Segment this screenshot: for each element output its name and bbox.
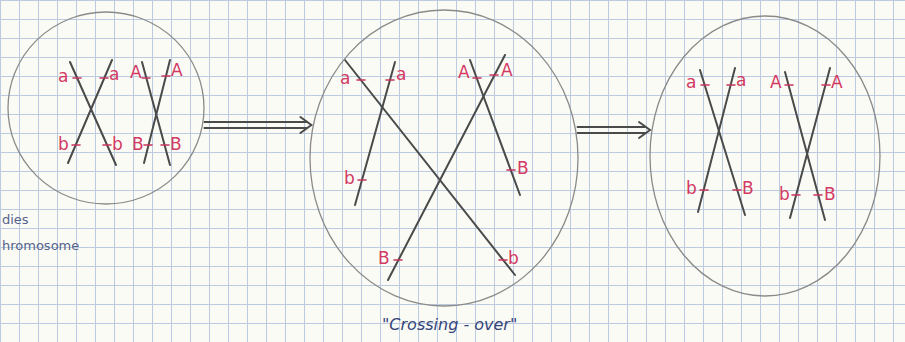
cell-circle: a a A Ab Bb B bbox=[648, 14, 882, 298]
allele-letter: a bbox=[109, 66, 119, 83]
allele-letter: B bbox=[824, 186, 836, 203]
cell-outline bbox=[308, 8, 580, 308]
cell-circle: aaAAbbBB bbox=[6, 10, 206, 206]
allele-letter: b bbox=[508, 250, 519, 267]
allele-letter: A bbox=[458, 64, 470, 81]
margin-note: dies bbox=[2, 212, 29, 227]
cell-outline bbox=[648, 14, 882, 298]
allele-letter: B bbox=[378, 250, 390, 267]
allele-letter: a bbox=[736, 72, 746, 89]
double-arrow bbox=[204, 117, 311, 133]
allele-letter: B bbox=[132, 136, 144, 153]
allele-letter: B bbox=[517, 160, 529, 177]
cell-outline bbox=[6, 10, 206, 206]
allele-letter: A bbox=[171, 62, 183, 79]
allele-letter: b bbox=[779, 186, 790, 203]
margin-note: hromosome bbox=[2, 238, 79, 253]
allele-letter: B bbox=[170, 136, 182, 153]
allele-letter: b bbox=[344, 170, 355, 187]
allele-letter: a bbox=[686, 74, 696, 91]
allele-letter: b bbox=[686, 180, 697, 197]
allele-letter: b bbox=[112, 136, 123, 153]
cell-circle: aaAAbBBb bbox=[308, 8, 580, 308]
allele-letter: a bbox=[58, 68, 68, 85]
allele-letter: b bbox=[58, 136, 69, 153]
allele-letter: A bbox=[831, 74, 843, 91]
allele-letter: a bbox=[340, 70, 350, 87]
allele-letter: A bbox=[501, 62, 513, 79]
allele-letter: a bbox=[396, 66, 406, 83]
allele-letter: B bbox=[742, 180, 754, 197]
allele-letter: A bbox=[130, 64, 142, 81]
caption-note: "Crossing - over" bbox=[382, 315, 517, 334]
double-arrow bbox=[578, 122, 650, 138]
allele-letter: A bbox=[770, 74, 782, 91]
